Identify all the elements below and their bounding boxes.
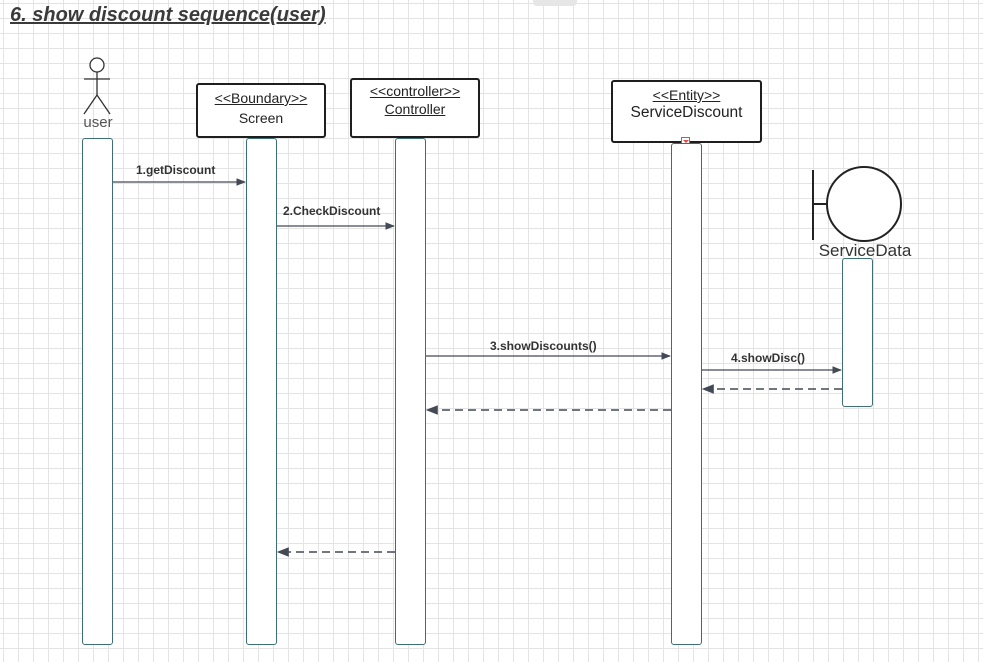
actor-icon [83,57,111,115]
actor-label-user: user [83,114,113,131]
lifeline-user[interactable] [82,138,113,645]
boundary-icon [812,166,902,242]
participant-name-servicediscount: ServiceDiscount [630,104,743,121]
lifeline-controller[interactable] [395,138,426,645]
diagram-title: 6. show discount sequence(user) [10,4,326,26]
stereotype-controller: <<controller>> [369,83,461,99]
stereotype-entity: <<Entity>> [652,87,721,103]
message-label: 1.getDiscount [136,163,216,177]
boundary-label-servicedata: ServiceData [818,241,912,260]
stereotype-boundary: <<Boundary>> [214,90,308,106]
participant-name-controller: Controller [384,101,446,117]
lifeline-servicediscount[interactable] [671,143,702,645]
lifeline-screen[interactable] [246,138,277,645]
participant-screen[interactable]: <<Boundary>> Screen [196,83,326,138]
message-label: 3.showDiscounts() [490,339,597,353]
participant-name-screen: Screen [238,110,284,126]
message-label: 2.CheckDiscount [283,204,381,218]
message-label: 4.showDisc() [731,351,806,365]
participant-controller[interactable]: <<controller>> Controller [350,78,480,138]
top-tab [533,0,577,6]
lifeline-servicedata[interactable] [842,258,873,407]
